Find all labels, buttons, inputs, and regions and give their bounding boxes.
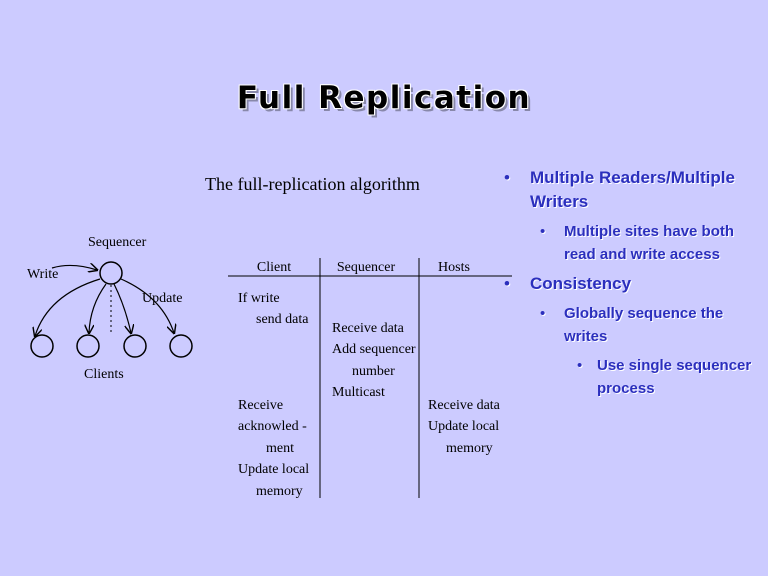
client-cell: Receive <box>238 398 283 413</box>
figure-caption: The full-replication algorithm <box>205 174 420 194</box>
sequencer-cell: Add sequencer <box>332 342 416 357</box>
write-arrow <box>51 265 97 270</box>
bullet-dot-icon: • <box>540 305 546 322</box>
client-node <box>123 334 147 358</box>
client-node <box>76 334 100 358</box>
bullet-text: Consistency <box>530 274 632 293</box>
hosts-cell: memory <box>446 441 493 456</box>
client-cell: memory <box>256 484 303 499</box>
update-arrow <box>120 278 174 333</box>
client-cell: If write <box>238 291 280 306</box>
clients-label: Clients <box>84 367 124 382</box>
client-cell: ment <box>266 441 294 456</box>
sequencer-label: Sequencer <box>88 235 147 250</box>
table-header: Sequencer <box>337 260 396 275</box>
update-arrow <box>89 283 107 333</box>
bullet-text: Multiple sites have both read and write … <box>564 223 735 263</box>
bullet-text: Multiple Readers/Multiple Writers <box>530 168 735 211</box>
hosts-cell: Update local <box>428 419 499 434</box>
bullet-item: • Globally sequence the writes <box>498 302 760 348</box>
bullet-dot-icon: • <box>504 168 510 187</box>
update-label: Update <box>142 291 182 306</box>
bullet-item: • Use single sequencer process <box>498 354 760 400</box>
sequencer-node <box>99 261 123 285</box>
client-cell: acknowled - <box>238 419 307 434</box>
table-header: Hosts <box>438 260 470 275</box>
bullet-list: • Multiple Readers/Multiple Writers • Mult… <box>498 166 760 406</box>
sequencer-cell: Multicast <box>332 385 385 400</box>
client-node <box>169 334 193 358</box>
sequencer-cell: Receive data <box>332 321 405 336</box>
write-label: Write <box>27 267 58 282</box>
update-arrow <box>113 283 131 333</box>
bullet-text: Globally sequence the writes <box>564 305 724 345</box>
bullet-item: • Consistency <box>498 272 760 296</box>
bullet-dot-icon: • <box>504 274 510 293</box>
bullet-item: • Multiple Readers/Multiple Writers <box>498 166 760 214</box>
table-header: Client <box>257 260 291 275</box>
client-cell: send data <box>256 312 309 327</box>
hosts-cell: Receive data <box>428 398 501 413</box>
bullet-item: • Multiple sites have both read and write… <box>498 220 760 266</box>
slide-title: Full Replication <box>236 80 532 116</box>
update-arrow <box>35 278 101 336</box>
sequencer-cell: number <box>352 364 395 379</box>
client-node <box>30 334 54 358</box>
bullet-dot-icon: • <box>540 223 546 240</box>
bullet-dot-icon: • <box>577 357 583 374</box>
client-cell: Update local <box>238 462 309 477</box>
bullet-text: Use single sequencer process <box>597 357 752 397</box>
